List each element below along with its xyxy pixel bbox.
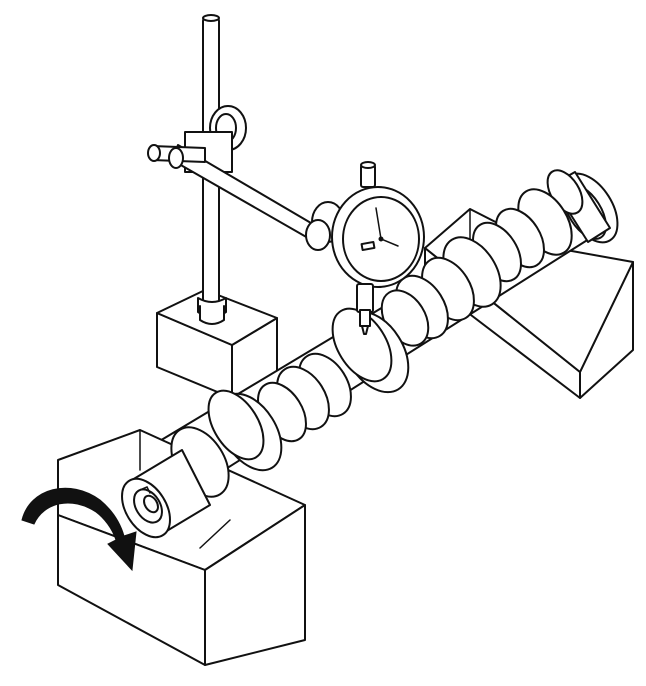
indicator-arm <box>147 105 345 251</box>
rotation-arrow-shape <box>21 487 137 572</box>
camshaft <box>147 169 619 499</box>
dial-indicator <box>331 161 425 335</box>
indicator-needle <box>375 207 382 240</box>
indicator-plunger <box>359 309 371 327</box>
camshaft-front-nose <box>121 426 230 539</box>
keyway <box>139 486 151 494</box>
indicator-stem <box>356 283 374 313</box>
rotation-arrow-icon <box>21 487 137 572</box>
nose-bore <box>143 494 159 514</box>
v-block-front-side-face <box>204 504 306 666</box>
